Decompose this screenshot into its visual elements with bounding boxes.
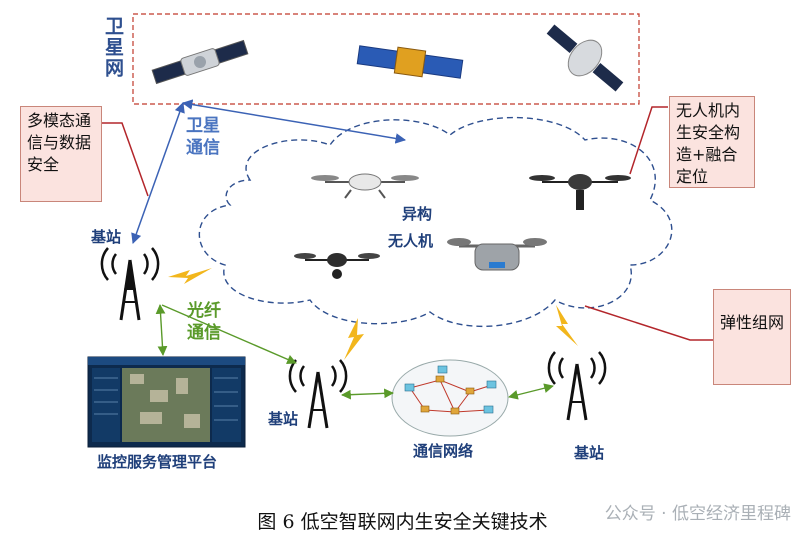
communication-network-icon bbox=[391, 359, 509, 437]
drone-icon bbox=[529, 174, 631, 210]
platform-label: 监控服务管理平台 bbox=[97, 453, 218, 471]
satellite-link-arrow bbox=[181, 99, 407, 144]
uav-cloud-label-line1: 异构 bbox=[402, 205, 433, 223]
satellite-link-label: 卫星通信 bbox=[186, 116, 220, 158]
network-link-arrow bbox=[341, 388, 394, 400]
drone-icon bbox=[447, 238, 547, 271]
base-station-label: 基站 bbox=[268, 410, 299, 428]
fiber-link-arrow bbox=[155, 304, 168, 356]
lightning-icon bbox=[344, 318, 364, 360]
satellite-link-arrow bbox=[131, 102, 185, 244]
lightning-icon bbox=[556, 305, 578, 346]
satellite-icon bbox=[356, 45, 464, 79]
drone-icon bbox=[294, 253, 380, 279]
base-station-tower-icon bbox=[100, 247, 160, 321]
note-multimodal-security: 多模态通信与数据安全 bbox=[20, 106, 102, 202]
uav-cloud-outline bbox=[198, 116, 673, 327]
base-station-tower-icon bbox=[547, 351, 607, 421]
fiber-link-label: 光纤通信 bbox=[187, 301, 221, 343]
monitoring-platform-screenshot bbox=[87, 356, 246, 448]
uav-cloud-label-line2: 无人机 bbox=[388, 232, 434, 250]
callout-line bbox=[101, 122, 149, 197]
callout-line bbox=[629, 106, 668, 175]
watermark: 公众号 · 低空经济里程碑 bbox=[604, 504, 791, 524]
base-station-tower-icon bbox=[288, 359, 348, 429]
base-station-label: 基站 bbox=[574, 444, 605, 462]
satellite-layer-label: 卫星网 bbox=[102, 16, 124, 79]
lightning-icon bbox=[168, 268, 212, 284]
network-link-arrow bbox=[508, 383, 554, 400]
space-station-icon bbox=[151, 39, 249, 85]
satellite-dish-icon bbox=[546, 24, 624, 92]
drone-icon bbox=[311, 173, 419, 199]
communication-network-label: 通信网络 bbox=[413, 442, 474, 460]
callout-line bbox=[584, 305, 713, 341]
base-station-label: 基站 bbox=[91, 228, 122, 246]
fiber-link-arrow bbox=[161, 304, 297, 364]
figure-caption: 图 6 低空智联网内生安全关键技术 bbox=[257, 511, 548, 533]
note-elastic-networking: 弹性组网 bbox=[713, 289, 791, 385]
note-uav-security: 无人机内生安全构造+融合定位 bbox=[669, 96, 755, 188]
